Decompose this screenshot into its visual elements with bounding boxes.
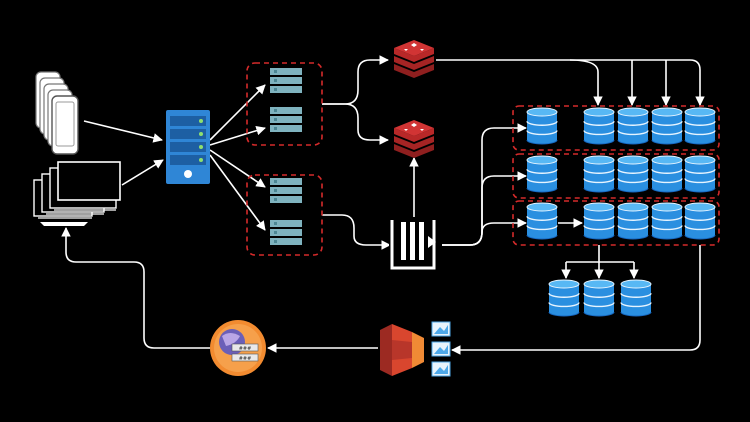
database-cylinder-icon (617, 202, 649, 240)
database-cylinder-icon (617, 155, 649, 193)
database-cylinder-icon (583, 202, 615, 240)
database-cylinder-icon (684, 107, 716, 145)
image-file-icon (431, 341, 451, 357)
database-cylinder-icon (583, 279, 615, 317)
dns-record-label: ### (239, 356, 252, 362)
arrow-queue-to-db3 (442, 218, 527, 246)
database-icons (526, 107, 716, 317)
load-balancer-server-icon (166, 110, 210, 184)
arrow-cache-to-db-bus (436, 59, 705, 106)
database-cylinder-icon (651, 107, 683, 145)
image-file-icon (431, 361, 451, 377)
arrow-dns-to-desktop (61, 227, 210, 349)
database-cylinder-icon (684, 202, 716, 240)
web-server-group-2 (246, 174, 323, 256)
database-cylinder-icon (526, 202, 558, 240)
database-cylinder-icon (526, 107, 558, 145)
arrow-lb-to-web1 (209, 84, 266, 141)
connectors (61, 55, 705, 355)
database-cylinder-icon (583, 107, 615, 145)
arrow-lb-to-web3 (209, 149, 266, 188)
arrow-web-to-queue (322, 214, 391, 250)
db-cluster-row-2 (512, 153, 720, 199)
db-cluster-row-1 (512, 105, 720, 151)
database-cylinder-icon (617, 107, 649, 145)
redis-cache-icon (394, 40, 434, 78)
desktop-monitors-icon (33, 161, 121, 226)
database-cylinder-icon (526, 155, 558, 193)
database-cylinder-icon (651, 155, 683, 193)
server-rack-icon (270, 178, 302, 203)
web-server-group-1 (246, 62, 323, 146)
image-file-icon (431, 321, 451, 337)
dns-record-label: ### (239, 346, 252, 352)
arrow-desktop-to-lb (121, 159, 164, 186)
mobile-phones-icon (35, 71, 79, 155)
arrow-db-to-shards (566, 245, 634, 263)
arrow-lb-to-web2 (209, 125, 266, 146)
arrow-bus-to-db-a (569, 59, 603, 106)
database-cylinder-icon (684, 155, 716, 193)
arrow-mobile-to-lb (83, 120, 163, 143)
arrow-lb-to-web4 (209, 154, 266, 231)
dns-globe-icon: ### ### (210, 320, 266, 376)
redis-cache-icon (394, 120, 434, 158)
arrow-db-to-cdn (451, 245, 701, 355)
message-queue-icon (389, 217, 437, 270)
database-cylinder-icon (620, 279, 652, 317)
server-rack-icon (270, 220, 302, 245)
database-cylinder-icon (651, 202, 683, 240)
database-cylinder-icon (548, 279, 580, 317)
server-rack-icon (270, 68, 302, 93)
server-rack-icon (270, 107, 302, 132)
arrow-web-to-cache2 (322, 103, 389, 145)
cloudfront-cdn-icon (380, 324, 424, 376)
database-cylinder-icon (583, 155, 615, 193)
arrow-web-to-cache1 (322, 55, 389, 105)
db-cluster-row-3 (512, 200, 720, 246)
